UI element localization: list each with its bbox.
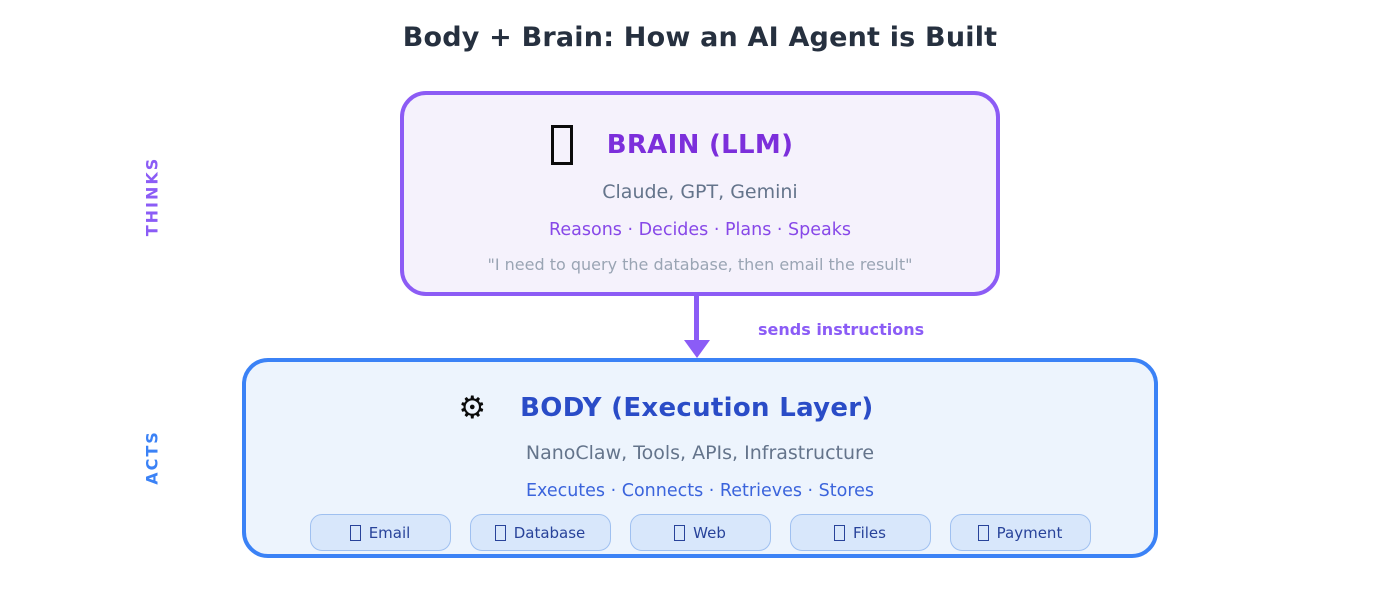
brain-emoji-icon [550,125,573,165]
chip-email: Email [309,514,451,551]
database-icon [494,524,506,541]
brain-verbs: Reasons · Decides · Plans · Speaks [549,220,851,240]
email-icon [349,524,361,541]
files-icon [834,524,846,541]
body-box-header: ⚙ BODY (Execution Layer) [458,390,941,426]
body-box-title: BODY (Execution Layer) [520,393,874,423]
chip-label: Email [368,523,411,542]
brain-box-header: BRAIN (LLM) [550,125,850,165]
connector-arrow-head-icon [684,340,710,358]
brain-subtitle: Claude, GPT, Gemini [602,181,798,203]
chip-label: Files [853,523,886,542]
brain-box: BRAIN (LLM) Claude, GPT, Gemini Reasons … [400,91,1000,296]
body-subtitle: NanoClaw, Tools, APIs, Infrastructure [525,442,875,464]
chip-payment: Payment [949,514,1091,551]
connector-arrow-line [694,296,699,340]
chip-label: Web [693,523,726,542]
chip-database: Database [469,514,611,551]
body-verbs: Executes · Connects · Retrieves · Stores [525,481,875,501]
chip-label: Payment [996,523,1063,542]
thinks-label: THINKS [142,156,162,237]
gear-icon: ⚙ [458,390,487,426]
chip-label: Database [513,523,586,542]
body-box: ⚙ BODY (Execution Layer) NanoClaw, Tools… [242,358,1158,558]
chip-files: Files [789,514,931,551]
payment-icon [977,524,989,541]
acts-label: ACTS [142,430,162,485]
web-icon [674,524,686,541]
tool-chips-row: Email Database Web Files Payment [309,514,1091,551]
brain-quote: "I need to query the database, then emai… [487,255,913,274]
brain-box-title: BRAIN (LLM) [606,130,794,160]
connector-label: sends instructions [758,320,925,339]
page-title: Body + Brain: How an AI Agent is Built [402,22,998,53]
chip-web: Web [629,514,771,551]
